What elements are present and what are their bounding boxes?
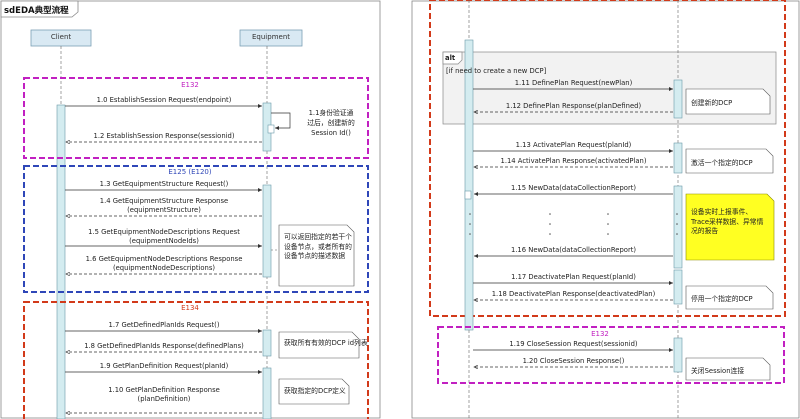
- msg-1-9-label: 1.9 GetPlanDefinition Request(planId): [99, 362, 229, 370]
- note-left-1-line1: 可以返回指定的若干个: [284, 233, 352, 241]
- msg-1-2-label: 1.2 EstablishSession Response(sessionid): [93, 132, 235, 140]
- msg-1-11-label: 1.11 DefinePlan Request(newPlan): [514, 79, 633, 87]
- note-left-3-shape: [278, 378, 350, 405]
- equipment-activation-r3: [673, 185, 683, 269]
- equipment-activation-r5: [673, 337, 683, 373]
- region-e125: [23, 165, 369, 293]
- msg-1-7-label: 1.7 GetDefinedPlanIds Request(): [108, 321, 220, 329]
- msg-1-8-label: 1.8 GetDefinedPlanIds Response(definedPl…: [84, 342, 244, 350]
- left-panel: [0, 0, 381, 419]
- region-label-e132-right: E132: [591, 330, 609, 338]
- region-label-e125: E125 (E120): [168, 168, 212, 176]
- msg-1-6-label-line2: (equipmentNodeDescriptions): [112, 264, 216, 272]
- region-e134-continued: [429, 0, 786, 317]
- equipment-activation-r1: [673, 79, 683, 119]
- alt-guard: [if need to create a new DCP]: [446, 67, 547, 75]
- region-label-e134: E134: [181, 304, 199, 312]
- note-left-2: 获取所有有效的DCP id列表: [284, 339, 368, 347]
- msg-1-15-label: 1.15 NewData(dataCollectionReport): [510, 184, 637, 192]
- participant-client: Client: [50, 33, 72, 41]
- msg-1-1-label-line3: Session Id(): [311, 129, 351, 137]
- msg-1-14-label: 1.14 ActivatePlan Response(activatedPlan…: [500, 157, 647, 165]
- msg-1-5-label-line2: (equipmentNodeIds): [129, 237, 199, 245]
- equipment-self-activation: [267, 124, 275, 134]
- region-e132-right: [437, 326, 785, 384]
- note-right-3-line3: 况的报告: [691, 227, 719, 235]
- msg-1-16-label: 1.16 NewData(dataCollectionReport): [510, 246, 637, 254]
- msg-1-12-label: 1.12 DefinePlan Response(planDefined): [505, 102, 642, 110]
- equipment-activation-3: [262, 329, 272, 357]
- msg-1-1-label-line2: 过后，创建新的: [307, 119, 355, 127]
- note-left-2-shape: [278, 331, 360, 359]
- msg-1-1-self-arrow: [271, 112, 291, 131]
- msg-1-18-label: 1.18 DeactivatePlan Response(deactivated…: [491, 290, 656, 298]
- client-activation-right: [464, 39, 474, 331]
- note-right-1-shape: [685, 88, 771, 115]
- msg-1-4-label-line2: (equipmentStructure): [127, 206, 201, 214]
- participant-equipment-box: [239, 29, 303, 47]
- region-label-e132: E132: [181, 81, 199, 89]
- frame-title-tab: [0, 0, 79, 18]
- note-right-5: 关闭Session连接: [691, 367, 745, 375]
- client-activation: [56, 104, 66, 419]
- note-right-4: 停用一个指定的DCP: [691, 295, 753, 303]
- alt-keyword: alt: [445, 54, 456, 62]
- ellipsis-dots: [469, 213, 678, 235]
- note-right-3: 设备实时上报事件、 Trace采样数据、异常情 况的报告: [687, 205, 767, 240]
- note-right-4-shape: [685, 285, 774, 310]
- msg-1-6-label: 1.6 GetEquipmentNodeDescriptions Respons…: [85, 255, 243, 263]
- note-right-3-shape: [685, 193, 775, 261]
- note-left-3: 获取指定的DCP定义: [284, 387, 346, 395]
- msg-1-0-label: 1.0 EstablishSession Request(endpoint): [96, 96, 232, 104]
- msg-1-19-label: 1.19 CloseSession Request(sessionid): [509, 340, 638, 348]
- note-left-1-line3: 设备节点的描述数据: [284, 252, 346, 260]
- note-right-2: 激活一个指定的DCP: [691, 159, 753, 167]
- msg-1-10-label-line2: (planDefinition): [137, 395, 191, 403]
- msg-1-20-label: 1.20 CloseSession Response(): [522, 357, 625, 365]
- note-right-1: 创建新的DCP: [691, 99, 733, 107]
- note-right-3-line1: 设备实时上报事件、: [691, 208, 753, 216]
- alt-keyword-tab: [442, 51, 463, 65]
- region-e132-left: [23, 77, 369, 159]
- region-e134: [23, 301, 369, 419]
- client-small-activation: [464, 190, 472, 200]
- note-left-1-line2: 设备节点，或者所有的: [284, 242, 352, 251]
- equipment-activation-r4: [673, 269, 683, 305]
- right-panel: [411, 0, 800, 419]
- equipment-activation-2: [262, 184, 272, 278]
- note-left-1-shape: [278, 224, 355, 287]
- equipment-activation-4: [262, 367, 272, 419]
- msg-1-10-label: 1.10 GetPlanDefinition Response: [108, 386, 220, 394]
- msg-1-5-label: 1.5 GetEquipmentNodeDescriptions Request: [88, 228, 240, 236]
- note-left-1: 可以返回指定的若干个 设备节点，或者所有的 设备节点的描述数据: [280, 230, 356, 265]
- note-right-2-shape: [685, 148, 774, 174]
- participant-equipment: Equipment: [252, 33, 290, 41]
- note-right-3-line2: Trace采样数据、异常情: [691, 217, 764, 226]
- msg-1-1-label: 1.1身份验证通: [308, 109, 354, 117]
- note-right-5-shape: [685, 357, 771, 381]
- equipment-activation-r2: [673, 142, 683, 174]
- msg-1-17-label: 1.17 DeactivatePlan Request(planId): [511, 273, 636, 281]
- msg-1-13-label: 1.13 ActivatePlan Request(planId): [515, 141, 632, 149]
- msg-1-4-label: 1.4 GetEquipmentStructure Response: [99, 197, 229, 205]
- msg-1-3-label: 1.3 GetEquipmentStructure Request(): [99, 180, 229, 188]
- frame-title: sdEDA典型流程: [4, 6, 69, 16]
